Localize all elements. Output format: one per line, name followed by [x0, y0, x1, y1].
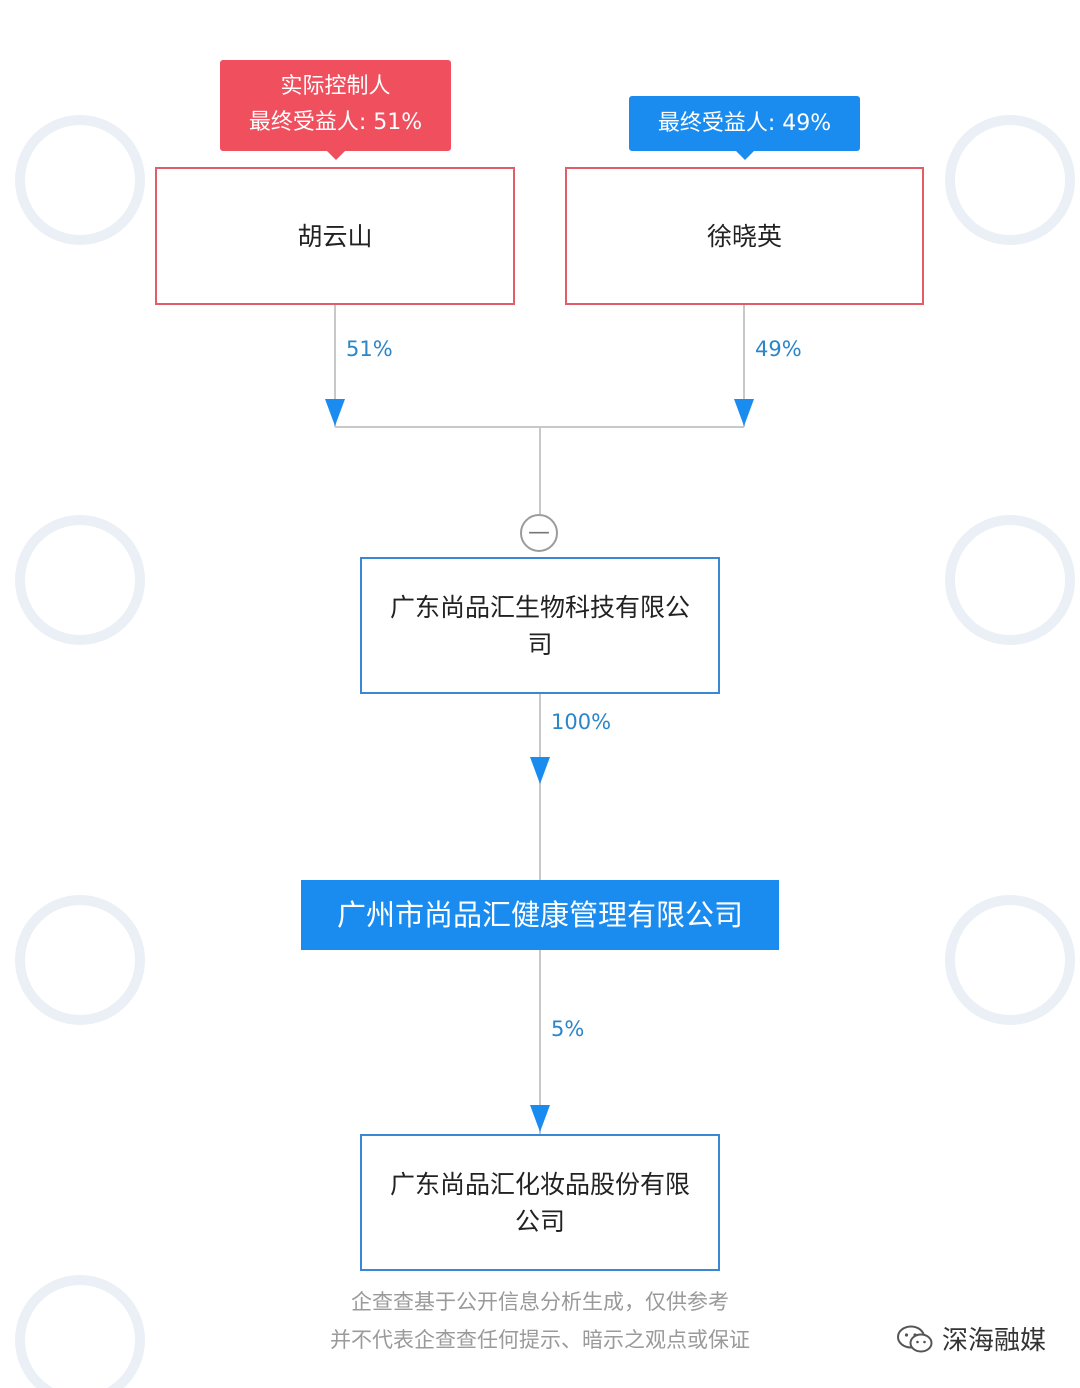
disclaimer-line-2: 并不代表企查查任何提示、暗示之观点或保证 [330, 1328, 750, 1352]
disclaimer-line-1: 企查查基于公开信息分析生成，仅供参考 [351, 1290, 729, 1314]
arrow-down-icon [530, 1105, 550, 1132]
company-node-parent[interactable]: 广东尚品汇生物科技有限公司 [360, 557, 720, 694]
shareholder-node-hu-yunshan[interactable]: 胡云山 [155, 167, 515, 305]
source-name: 深海融媒 [941, 1326, 1046, 1356]
arrow-down-icon [325, 399, 345, 426]
actual-controller-label: 实际控制人 [280, 74, 391, 99]
shareholder-name: 徐晓英 [706, 221, 782, 251]
actual-controller-badge: 实际控制人 最终受益人: 51% [220, 60, 451, 160]
controller-benefit-label: 最终受益人: 51% [248, 110, 423, 135]
company-name: 广东尚品汇化妆品股份有限公司 [389, 1169, 690, 1236]
company-name: 广东尚品汇生物科技有限公司 [389, 592, 690, 659]
collapse-toggle[interactable]: — [520, 514, 558, 552]
company-node-subsidiary[interactable]: 广东尚品汇化妆品股份有限公司 [360, 1134, 720, 1271]
wechat-icon [896, 1325, 933, 1352]
shareholder-node-xu-xiaoying[interactable]: 徐晓英 [565, 167, 924, 305]
share-percent-label: 100% [551, 710, 612, 734]
beneficiary-badge: 最终受益人: 49% [629, 96, 860, 160]
watermark-layer [15, 115, 1075, 1388]
arrow-down-icon [734, 399, 754, 426]
share-percent-label: 51% [346, 337, 393, 361]
source-watermark: 深海融媒 [896, 1320, 1046, 1357]
collapse-icon: — [528, 520, 550, 545]
company-node-target[interactable]: 广州市尚品汇健康管理有限公司 [301, 880, 779, 950]
beneficiary-label: 最终受益人: 49% [657, 111, 832, 136]
shareholder-name: 胡云山 [297, 221, 373, 251]
share-percent-label: 49% [755, 337, 802, 361]
company-name: 广州市尚品汇健康管理有限公司 [336, 897, 743, 932]
share-percent-label: 5% [551, 1017, 585, 1041]
arrow-down-icon [530, 757, 550, 784]
